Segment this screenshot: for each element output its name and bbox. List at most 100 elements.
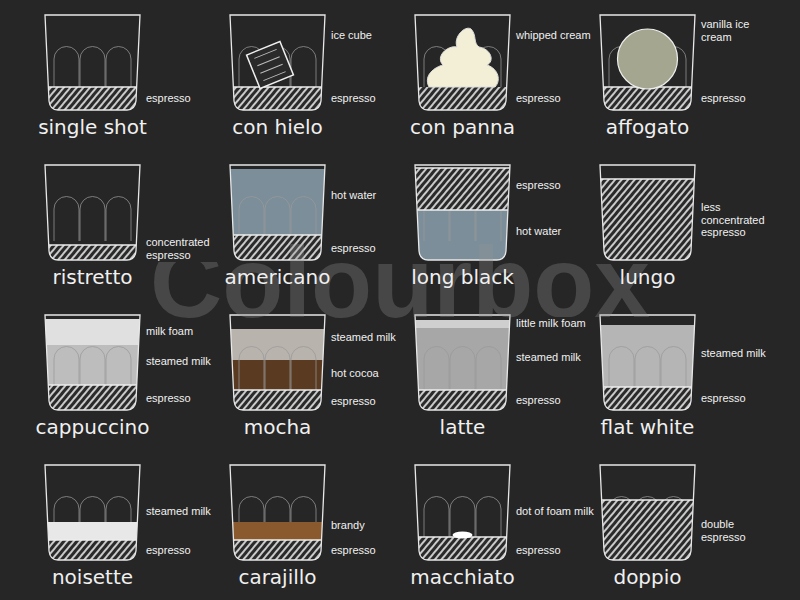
- glass-outline: [230, 465, 325, 560]
- ingredient-label: less concentrated espresso: [699, 201, 783, 239]
- coffee-glass: steamed milkhot cocoaespressomocha: [200, 315, 420, 442]
- steamed-milk-layer: [45, 345, 140, 385]
- glass-arches: [54, 347, 131, 392]
- hot-cocoa-layer: [230, 360, 325, 390]
- glass: [45, 465, 140, 560]
- ingredient-label: espresso: [514, 394, 563, 407]
- drink-name: single shot: [15, 115, 170, 140]
- glass: [600, 15, 695, 110]
- steamed-milk-layer: [45, 522, 140, 540]
- drink-name: con panna: [385, 115, 540, 140]
- glass-outline: [415, 15, 510, 110]
- ingredient-label: espresso: [699, 392, 748, 405]
- coffee-glass: little milk foamsteamed milkespressolatt…: [385, 315, 605, 442]
- layer-edge: [600, 499, 695, 500]
- ice-cube: [247, 42, 294, 89]
- ingredient-label: vanilla ice cream: [699, 18, 783, 43]
- hot-water-layer: [230, 169, 325, 235]
- glass: [45, 165, 140, 260]
- layer-edge: [415, 389, 510, 390]
- glass: [230, 15, 325, 110]
- coffee-glass: steamed milk espresso flat white: [570, 315, 790, 442]
- steamed-milk-layer: [600, 325, 695, 387]
- espresso-layer: [45, 87, 140, 110]
- drink-name: lungo: [570, 265, 725, 290]
- espresso-layer: [600, 500, 695, 560]
- coffee-glass: double espressodoppio: [570, 465, 790, 592]
- glass-arches: [54, 47, 131, 92]
- glass-arches: [424, 497, 501, 542]
- ingredient-label: hot water: [514, 225, 563, 238]
- drink-name: ristretto: [15, 265, 170, 290]
- steamed-milk-layer: [415, 328, 510, 390]
- layer-edge: [230, 539, 325, 540]
- foam-dot: [453, 532, 473, 539]
- drink-name: cappuccino: [15, 415, 170, 440]
- glass: [415, 465, 510, 560]
- ingredient-label: brandy: [329, 519, 367, 532]
- coffee-glass: milk foam steamed milk espresso cappuccino: [15, 315, 235, 442]
- ice-cube-shading: [254, 49, 285, 80]
- glass-arches: [609, 347, 686, 392]
- drink-name: con hielo: [200, 115, 355, 140]
- espresso-layer: [45, 540, 140, 560]
- glass-outline: [45, 465, 140, 560]
- glass: [45, 315, 140, 410]
- milk-foam-layer: [45, 319, 140, 345]
- layer-edge: [45, 384, 140, 385]
- espresso-layer: [415, 168, 510, 210]
- layer-edge: [600, 386, 695, 387]
- coffee-glass: espresso single shot: [15, 15, 235, 142]
- espresso-layer: [230, 87, 325, 110]
- ingredient-label: steamed milk: [144, 355, 213, 368]
- layer-edge: [415, 209, 510, 210]
- glass-outline: [600, 465, 695, 560]
- layer-edge: [45, 244, 140, 245]
- ingredient-label: milk foam: [144, 325, 195, 338]
- glass-outline: [230, 15, 325, 110]
- espresso-layer: [600, 87, 695, 110]
- glass-outline: [45, 315, 140, 410]
- ingredient-label: whipped cream: [514, 29, 593, 42]
- drink-name: flat white: [570, 415, 725, 440]
- coffee-glass: hot waterespressoamericano: [200, 165, 420, 292]
- drink-name: affogato: [570, 115, 725, 140]
- espresso-layer: [45, 385, 140, 410]
- ingredient-label: hot water: [329, 189, 378, 202]
- espresso-layer: [230, 540, 325, 560]
- coffee-glass: steamed milkespressonoisette: [15, 465, 235, 592]
- espresso-layer: [45, 245, 140, 260]
- ingredient-label: espresso: [144, 92, 193, 105]
- drink-name: macchiato: [385, 565, 540, 590]
- drink-name: doppio: [570, 565, 725, 590]
- ingredient-label: hot cocoa: [329, 367, 381, 380]
- ingredient-label: espresso: [514, 92, 563, 105]
- coffee-glass: concentrated espressoristretto: [15, 165, 235, 292]
- layer-edge: [230, 86, 325, 87]
- glass-outline: [415, 465, 510, 560]
- glass-arches: [239, 347, 316, 392]
- glass-arches: [424, 347, 501, 392]
- espresso-layer: [230, 390, 325, 410]
- coffee-glass: brandyespressocarajillo: [200, 465, 420, 592]
- ingredient-label: steamed milk: [699, 347, 768, 360]
- ingredient-label: espresso: [329, 395, 378, 408]
- steamed-milk-layer: [230, 329, 325, 360]
- brandy-layer: [230, 522, 325, 540]
- coffee-glass: vanilla ice cream espresso affogato: [570, 15, 790, 142]
- drink-name: noisette: [15, 565, 170, 590]
- coffee-glass: dot of foam milkespressomacchiato: [385, 465, 605, 592]
- ingredient-label: espresso: [329, 242, 378, 255]
- espresso-layer: [415, 390, 510, 410]
- ingredient-label: steamed milk: [514, 351, 583, 364]
- ingredient-label: espresso: [144, 392, 193, 405]
- ice-cream-scoop: [618, 29, 678, 89]
- layer-edge: [45, 539, 140, 540]
- ingredient-label: espresso: [699, 92, 748, 105]
- layer-edge: [45, 86, 140, 87]
- ingredient-label: espresso: [514, 179, 563, 192]
- glass-outline: [45, 165, 140, 260]
- glass: [230, 465, 325, 560]
- ingredient-label: little milk foam: [514, 317, 588, 330]
